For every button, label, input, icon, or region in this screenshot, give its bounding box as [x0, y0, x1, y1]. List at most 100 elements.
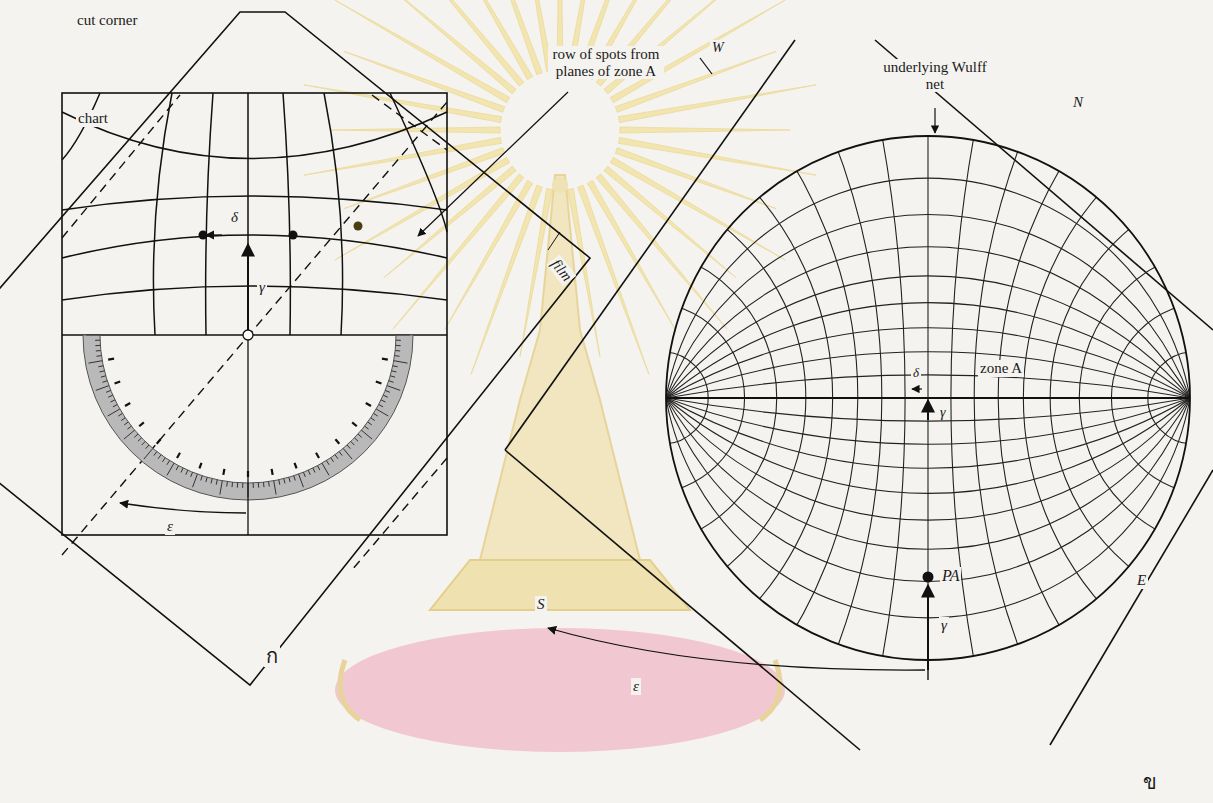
protractor-tick — [138, 438, 142, 441]
protractor-tick — [206, 477, 207, 482]
protractor-mark — [295, 463, 297, 469]
protractor-mark — [177, 453, 180, 458]
film-frame-lines — [505, 40, 1213, 750]
protractor-tick — [146, 445, 149, 449]
protractor-tick — [232, 482, 234, 487]
protractor-tick — [394, 361, 408, 363]
protractor-tick — [361, 430, 372, 439]
protractor-tick — [142, 441, 145, 445]
protractor-mark — [335, 439, 339, 444]
protractor-tick — [108, 409, 120, 416]
protractor-tick — [396, 345, 401, 346]
protractor-tick — [308, 470, 310, 475]
protractor-tick — [358, 434, 362, 437]
angle-symbol: ε — [165, 518, 175, 535]
protractor-tick — [193, 474, 198, 487]
protractor-tick — [331, 458, 334, 462]
protractor-tick — [100, 371, 105, 372]
angle-symbol: γ — [257, 279, 267, 296]
protractor-tick — [124, 430, 135, 439]
protractor-tick — [220, 481, 222, 495]
watermark-ray — [587, 180, 675, 329]
protractor-tick — [211, 479, 212, 484]
watermark-ray — [578, 185, 649, 374]
protractor-tick — [351, 441, 354, 445]
protractor-tick — [113, 404, 117, 406]
protractor-tick — [88, 361, 102, 363]
protractor-mark — [223, 469, 224, 475]
watermark-ray — [618, 85, 816, 123]
direction-letter: S — [535, 596, 547, 613]
protractor-tick — [162, 458, 165, 462]
annotation-label: chart — [76, 110, 110, 127]
protractor-mark — [108, 359, 114, 360]
protractor-tick — [191, 472, 193, 477]
protractor-tick — [347, 445, 350, 449]
film-outline — [0, 12, 590, 685]
greninger-chart-grid — [62, 93, 447, 335]
protractor-tick — [96, 386, 109, 391]
protractor-mark — [352, 422, 357, 426]
protractor-mark — [199, 463, 201, 469]
protractor-mark — [366, 403, 371, 406]
protractor-tick — [181, 468, 183, 472]
angle-symbol: γ — [939, 617, 949, 634]
protractor-tick — [313, 468, 315, 472]
small-circle — [974, 0, 1213, 803]
protractor-tick — [368, 422, 372, 425]
protractor-tick — [374, 413, 378, 416]
protractor-tick — [98, 366, 103, 367]
protractor-tick — [379, 404, 383, 406]
small-circle — [951, 0, 1213, 803]
watermark-ray — [471, 185, 542, 374]
protractor-tick — [118, 413, 122, 416]
watermark-ray — [344, 148, 505, 209]
protractor-tick — [226, 482, 228, 487]
protractor-tick — [154, 452, 157, 456]
protractor-tick — [289, 477, 290, 482]
protractor-tick — [284, 479, 285, 484]
angle-symbol: ε — [631, 678, 641, 695]
protractor-tick — [387, 386, 400, 391]
protractor-tick — [176, 466, 178, 470]
protractor-mark — [157, 439, 161, 444]
small-circle — [0, 0, 858, 803]
protractor-tick — [96, 355, 101, 357]
chart-frame — [62, 93, 447, 535]
protractor-tick — [326, 461, 329, 465]
watermark-ray — [618, 137, 816, 175]
protractor-tick — [102, 381, 107, 383]
annotation-label: row of spots from planes of zone A — [548, 46, 664, 79]
protractor-tick — [381, 400, 385, 402]
protractor-tick — [186, 470, 188, 475]
protractor-tick — [258, 483, 259, 488]
protractor-tick — [106, 390, 111, 392]
protractor-tick — [167, 463, 174, 475]
protractor-tick — [354, 438, 358, 441]
protractor-tick — [317, 466, 319, 470]
angle-symbol: δ — [911, 366, 921, 380]
protractor-tick — [110, 400, 114, 402]
protractor-tick — [303, 472, 305, 477]
watermark-ray — [445, 180, 533, 329]
diffraction-spots — [199, 222, 363, 240]
protractor-tick — [389, 381, 394, 383]
protractor-tick — [376, 409, 388, 416]
protractor-mark — [376, 382, 382, 384]
watermark-ray — [304, 137, 502, 175]
protractor-tick — [253, 483, 254, 488]
protractor-tick — [274, 481, 276, 495]
annotation-label: underlying Wulff net — [878, 59, 992, 92]
protractor-tick — [393, 366, 398, 367]
protractor-tick — [279, 480, 280, 485]
annotation-label: film — [547, 254, 577, 286]
protractor-tick — [396, 335, 410, 336]
protractor-tick — [101, 376, 106, 377]
watermark-ray — [330, 127, 500, 133]
protractor-mark — [382, 359, 388, 360]
protractor-tick — [121, 418, 125, 421]
protractor-mark — [316, 453, 319, 458]
protractor-mark — [125, 403, 130, 406]
